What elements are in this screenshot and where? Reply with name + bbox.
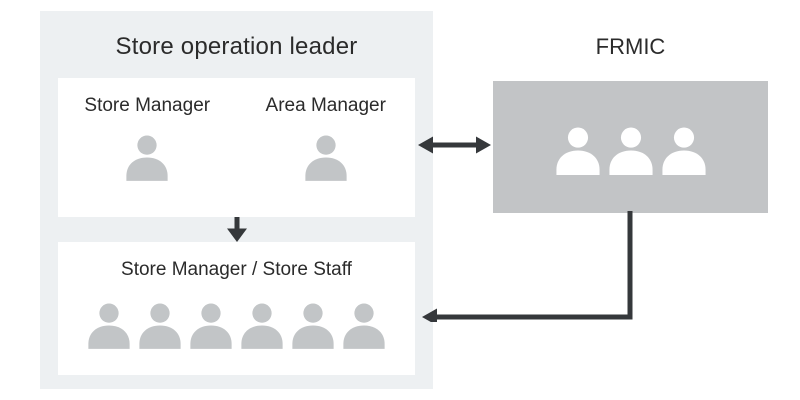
frmic-box <box>493 81 768 213</box>
panel-title: Store operation leader <box>115 33 358 60</box>
person-icon <box>661 127 706 175</box>
area-manager-label: Area Manager <box>265 95 386 116</box>
managers-box: Store Manager Area Manager <box>58 78 415 217</box>
area-manager-column: Area Manager <box>237 78 416 217</box>
staff-person-row <box>87 303 386 349</box>
store-operation-leader-panel: Store operation leader Store Manager Are… <box>40 11 433 389</box>
person-icon <box>88 303 130 349</box>
person-icon <box>126 135 168 181</box>
staff-box: Store Manager / Store Staff <box>58 242 415 375</box>
person-icon <box>139 303 181 349</box>
store-manager-label: Store Manager <box>84 95 211 116</box>
person-icon <box>190 303 232 349</box>
down-arrow-managers-staff <box>227 217 247 242</box>
person-icon <box>343 303 385 349</box>
person-icon <box>292 303 334 349</box>
person-icon <box>608 127 653 175</box>
staff-label: Store Manager / Store Staff <box>121 259 352 280</box>
person-icon <box>555 127 600 175</box>
frmic-person-row <box>555 127 707 175</box>
store-manager-column: Store Manager <box>58 78 237 217</box>
person-icon <box>241 303 283 349</box>
store-manager-person-row <box>125 135 169 181</box>
elbow-arrow-frmic-staff <box>422 211 633 322</box>
area-manager-person-row <box>304 135 348 181</box>
person-icon <box>305 135 347 181</box>
frmic-title: FRMIC <box>595 34 666 59</box>
double-arrow-managers-frmic <box>418 136 491 154</box>
